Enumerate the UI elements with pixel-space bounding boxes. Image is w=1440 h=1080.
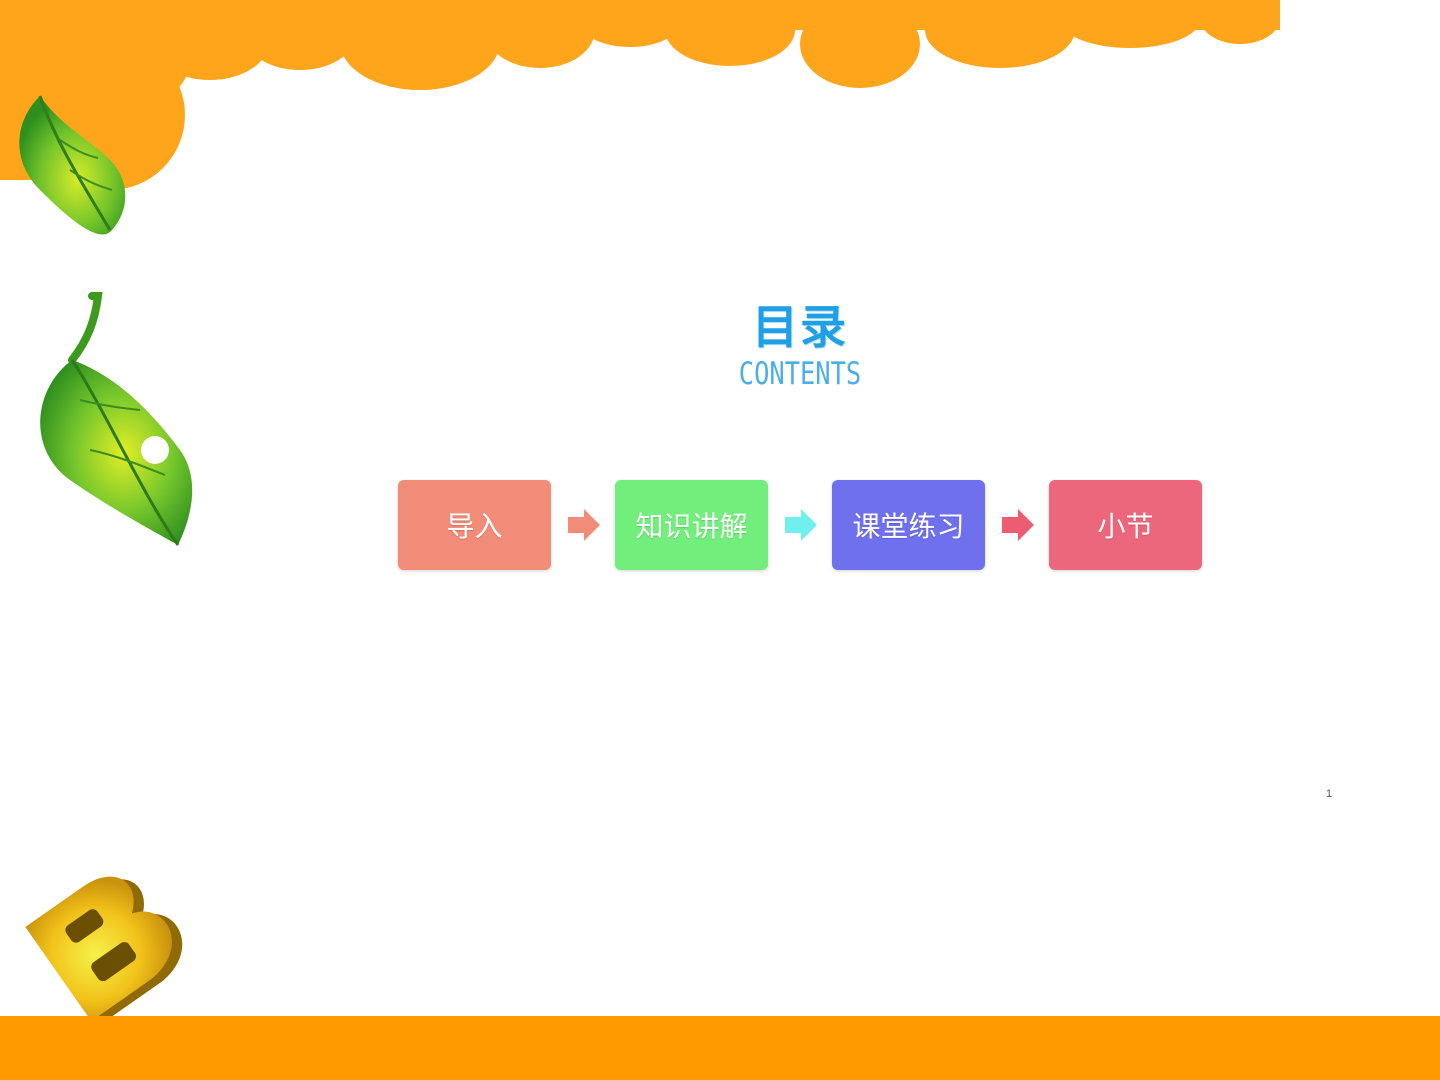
page-subtitle: CONTENTS (738, 356, 862, 392)
page-title: 目录 (752, 300, 848, 354)
page-number: 1 (1326, 788, 1333, 800)
leaf-icon (40, 292, 193, 546)
top-cloud-border (0, 0, 1280, 190)
step-practice[interactable]: 课堂练习 (832, 480, 985, 570)
step-intro[interactable]: 导入 (398, 480, 551, 570)
bottom-bar (0, 1016, 1440, 1080)
step-label: 导入 (446, 510, 503, 543)
step-label: 课堂练习 (852, 510, 965, 543)
step-label: 小节 (1097, 510, 1154, 543)
step-knowledge[interactable]: 知识讲解 (615, 480, 768, 570)
letter-b-icon (25, 876, 183, 1024)
arrow-right-icon (785, 509, 817, 541)
step-summary[interactable]: 小节 (1049, 480, 1202, 570)
contents-flow: 导入 知识讲解 课堂练习 小节 (398, 480, 1204, 572)
leaf-icon (19, 95, 126, 235)
arrow-right-icon (568, 509, 600, 541)
arrow-right-icon (1002, 509, 1034, 541)
step-label: 知识讲解 (635, 510, 748, 543)
title-block: 目录 CONTENTS (0, 298, 1440, 392)
